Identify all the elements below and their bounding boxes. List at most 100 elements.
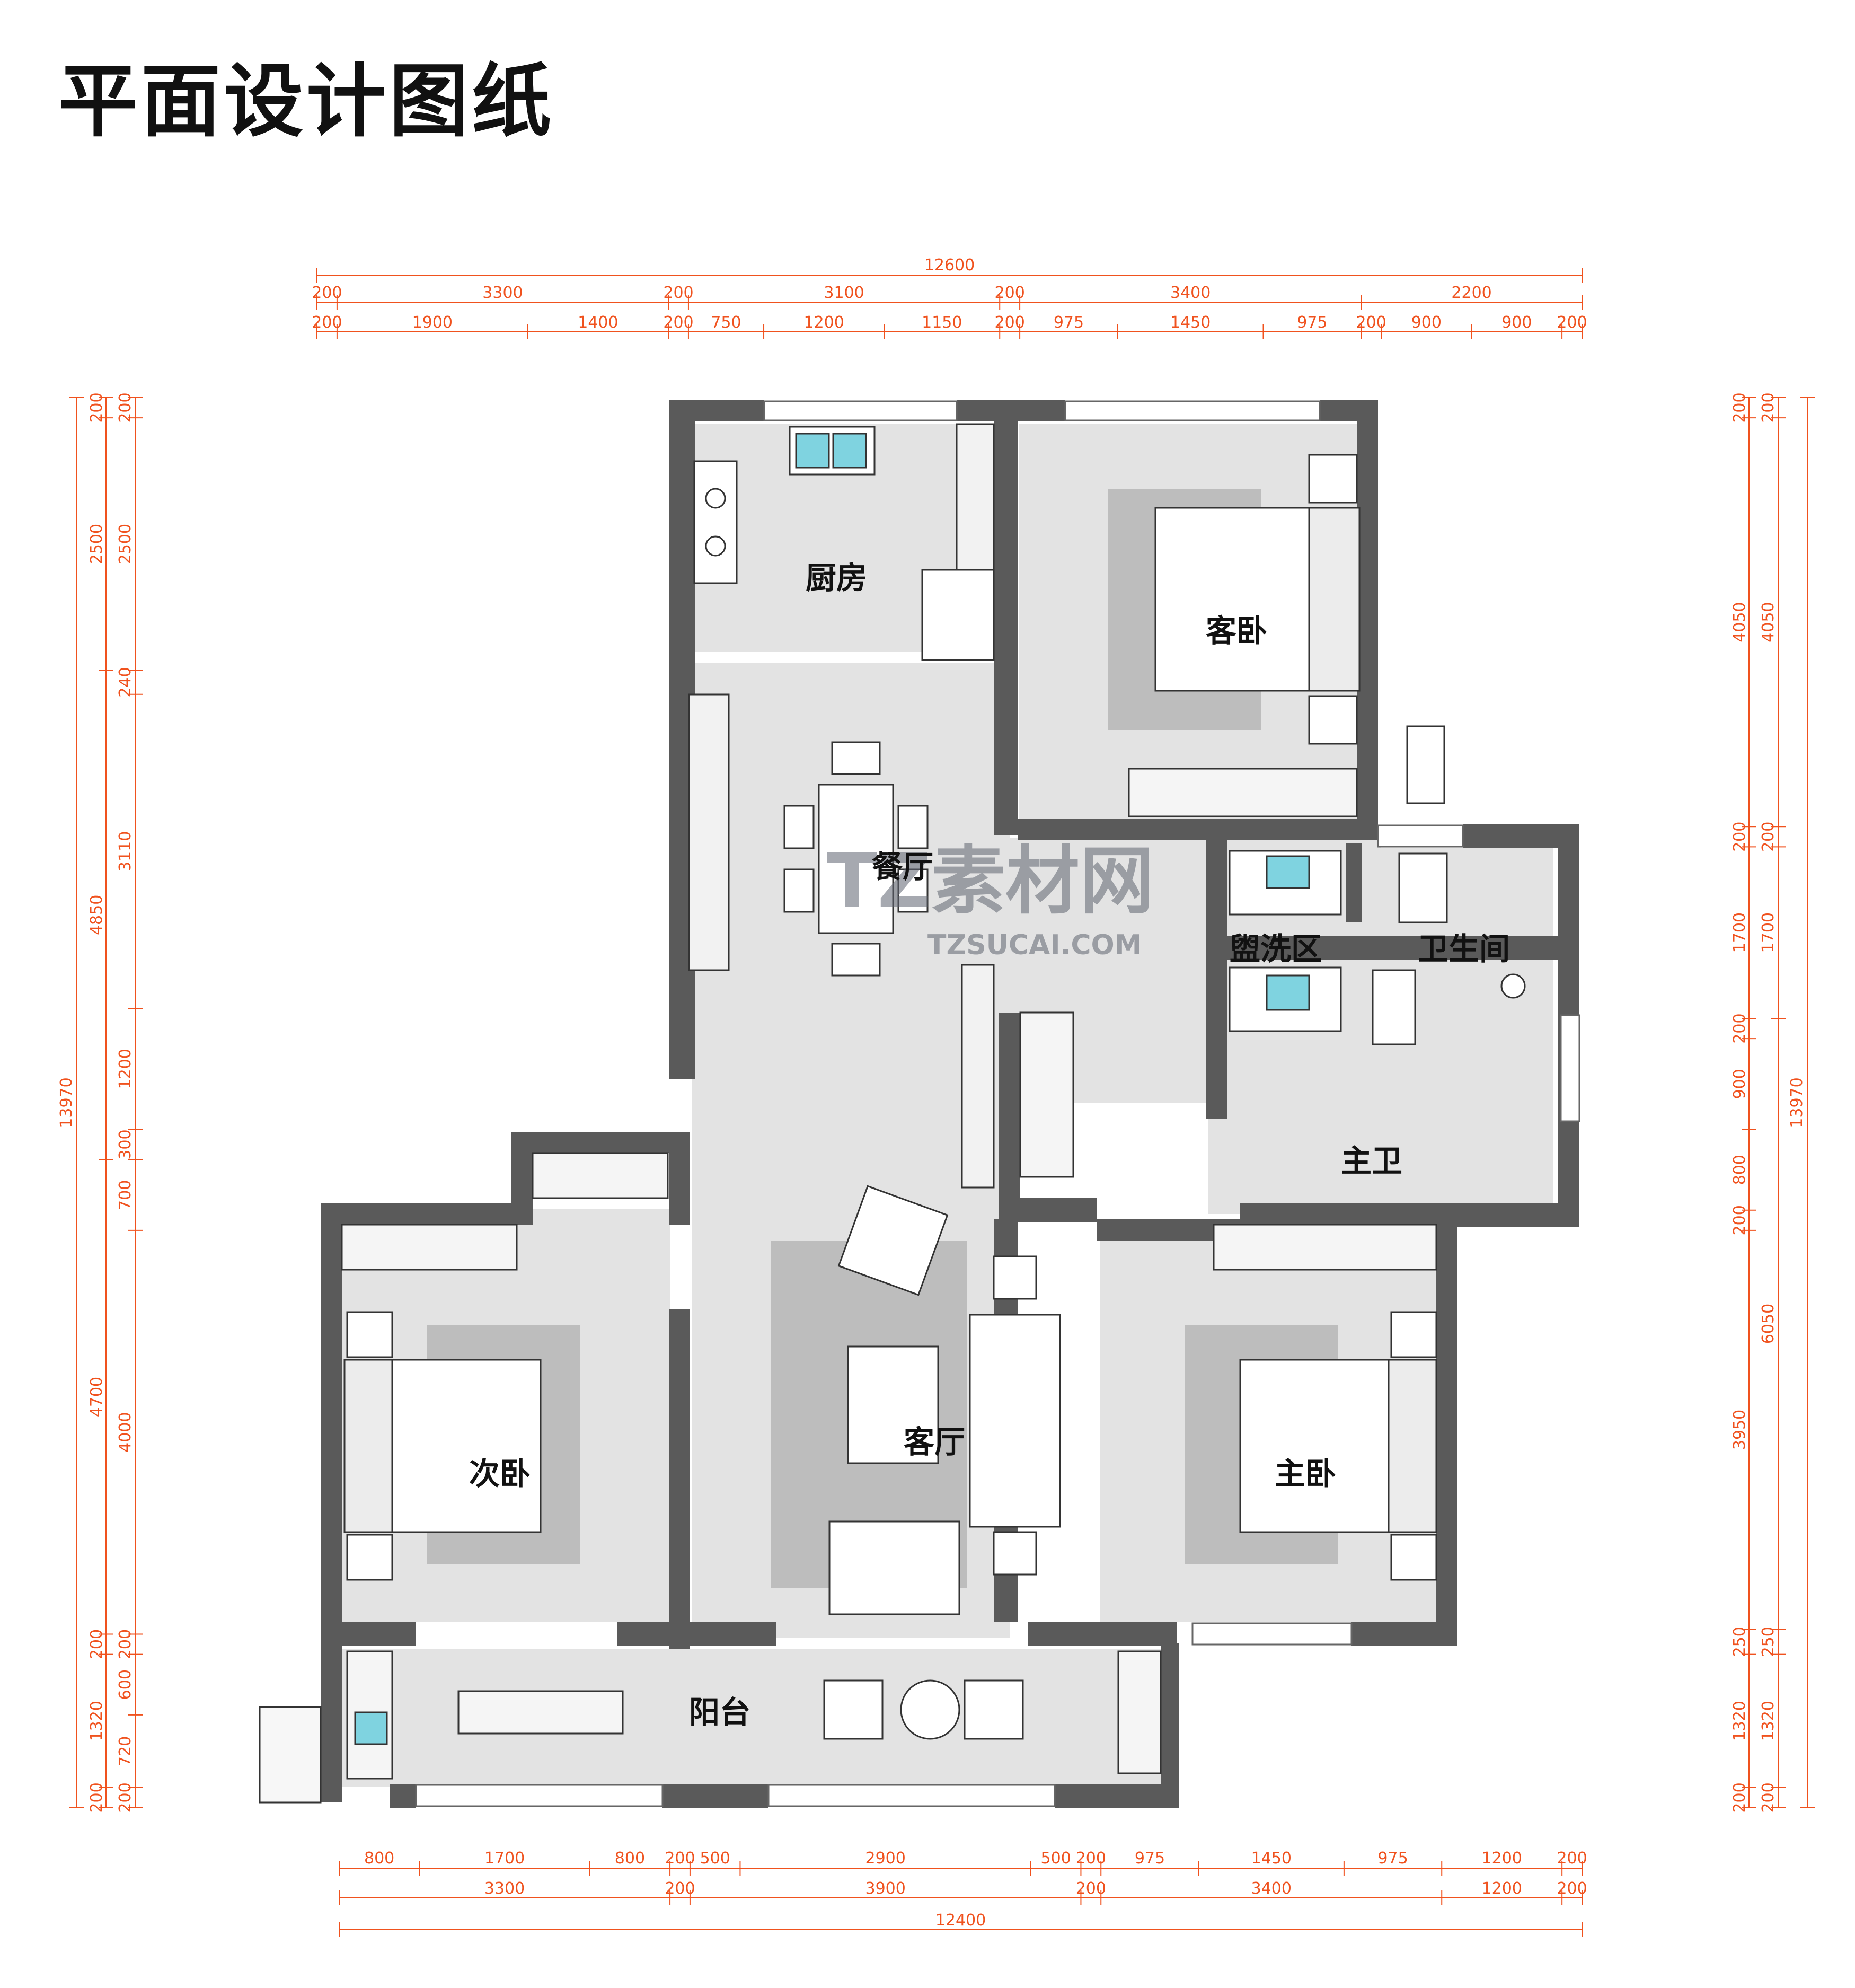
dim-bottom-row1-label: 1700	[484, 1849, 525, 1868]
dim-top-row2-label: 975	[1054, 313, 1084, 332]
balcony-cabinet	[1117, 1650, 1162, 1774]
dim-right-outer-label: 13970	[1788, 1077, 1806, 1128]
dim-top-row2-label: 1200	[804, 313, 844, 332]
dim-top-row1-label: 3400	[1170, 284, 1211, 302]
label-balcony: 阳台	[689, 1694, 750, 1730]
master-bed-window	[1191, 1622, 1353, 1646]
air-conditioner	[993, 1255, 1037, 1300]
dining-table	[818, 784, 894, 934]
wall	[1161, 1643, 1179, 1808]
dim-left-inner-label: 200	[116, 392, 135, 423]
bath-window	[1377, 824, 1464, 848]
dim-top-row2-label: 900	[1411, 313, 1442, 332]
stove	[693, 460, 738, 584]
dim-top-total-label: 12600	[924, 256, 975, 275]
chair	[783, 868, 815, 913]
dim-top-row2-label: 200	[995, 313, 1025, 332]
dim-top-row2-label: 1450	[1170, 313, 1211, 332]
floor-drain	[1500, 973, 1526, 999]
dim-left-inner-label: 200	[116, 1629, 135, 1659]
dim-right-mid-label: 200	[1730, 1205, 1749, 1235]
kitchen-window	[763, 400, 958, 421]
dim-bottom-row1-label: 2900	[865, 1849, 905, 1868]
wardrobe	[532, 1152, 669, 1199]
guest-window	[1064, 400, 1321, 421]
dim-left-inner-label: 2500	[116, 524, 135, 564]
chair	[783, 805, 815, 849]
toilet	[1398, 852, 1448, 923]
dim-right-mid-label: 200	[1730, 1013, 1749, 1043]
wall	[662, 1784, 768, 1808]
dim-right-mid-label: 4050	[1730, 602, 1749, 642]
dim-left-inner-label: 720	[116, 1736, 135, 1766]
wall	[1206, 936, 1579, 960]
dim-right-mid-label: 900	[1730, 1069, 1749, 1099]
furniture	[259, 423, 1526, 1804]
dim-right-mid-label: 800	[1730, 1155, 1749, 1185]
wall	[1346, 843, 1362, 922]
dim-top-row1-label: 2200	[1451, 284, 1491, 302]
dim-bottom-row2-label: 3400	[1251, 1879, 1292, 1898]
label-master-bedroom: 主卧	[1275, 1456, 1336, 1492]
dim-top-row1-label: 3100	[824, 284, 864, 302]
chair	[831, 943, 881, 977]
sink-basin	[832, 433, 867, 469]
lounge-chair	[964, 1679, 1024, 1740]
watermark-url: TZSUCAI.COM	[928, 929, 1142, 961]
wall	[669, 400, 764, 421]
label-bathroom: 卫生间	[1418, 931, 1510, 967]
dim-top-row2-label: 1150	[922, 313, 962, 332]
tv-cabinet	[961, 964, 995, 1189]
chair	[831, 741, 881, 775]
dim-right-mid-label: 200	[1730, 822, 1749, 852]
nightstand	[1308, 695, 1358, 745]
wall	[994, 400, 1018, 835]
dim-left-inner-label: 4000	[116, 1412, 135, 1453]
chair	[897, 805, 929, 849]
watermark-brand: TZ素材网	[827, 838, 1154, 925]
wall	[321, 1203, 342, 1649]
balcony-window-right	[767, 1784, 1056, 1807]
air-conditioner	[993, 1531, 1037, 1576]
pillow	[343, 1359, 393, 1533]
dim-left-inner-label: 700	[116, 1180, 135, 1210]
room-labels: 厨房 客卧 餐厅 盥洗区 卫生间 主卫 次卧 客厅 主卧 阳台	[469, 560, 1510, 1730]
nightstand	[1390, 1311, 1437, 1358]
label-washing: 盥洗区	[1230, 931, 1322, 967]
wall	[511, 1132, 689, 1153]
wall	[1357, 400, 1378, 840]
dim-left-mid-label: 2500	[87, 524, 106, 564]
drying-rack	[457, 1690, 624, 1735]
dim-top-row2-label: 1400	[578, 313, 618, 332]
dim-right-inner-label: 200	[1759, 822, 1778, 852]
dim-right-inner-label: 200	[1759, 1782, 1778, 1813]
nightstand	[346, 1311, 393, 1358]
utility-box	[259, 1706, 322, 1804]
watermark: TZ素材网 TZSUCAI.COM	[827, 838, 1154, 961]
page-title: 平面设计图纸	[58, 56, 555, 148]
round-table	[900, 1679, 960, 1740]
wall	[1206, 1013, 1227, 1119]
dim-top-row2-label: 975	[1297, 313, 1327, 332]
dim-left-inner-label: 300	[116, 1129, 135, 1159]
dim-left-inner-label: 600	[116, 1669, 135, 1700]
dim-right-mid-label: 1320	[1730, 1701, 1749, 1741]
label-dining: 餐厅	[872, 849, 933, 885]
dim-bottom-row1-label: 500	[700, 1849, 730, 1868]
windows	[415, 400, 1580, 1807]
sink-basin	[795, 433, 830, 469]
toilet	[1372, 969, 1416, 1045]
lounge-chair	[823, 1679, 884, 1740]
dim-right-inner-label: 200	[1759, 392, 1778, 423]
dim-bottom-row1-label: 200	[665, 1849, 695, 1868]
label-guest-bedroom: 客卧	[1206, 613, 1267, 649]
burner	[705, 488, 726, 509]
dim-top-row2-label: 900	[1501, 313, 1532, 332]
dim-bottom-row1-label: 200	[1076, 1849, 1106, 1868]
dim-left-mid-label: 4850	[87, 895, 106, 935]
dim-top-row1-label: 3300	[482, 284, 523, 302]
fridge	[921, 569, 995, 661]
dim-left-inner-label: 1200	[116, 1049, 135, 1089]
dim-bottom-row1-label: 200	[1557, 1849, 1587, 1868]
